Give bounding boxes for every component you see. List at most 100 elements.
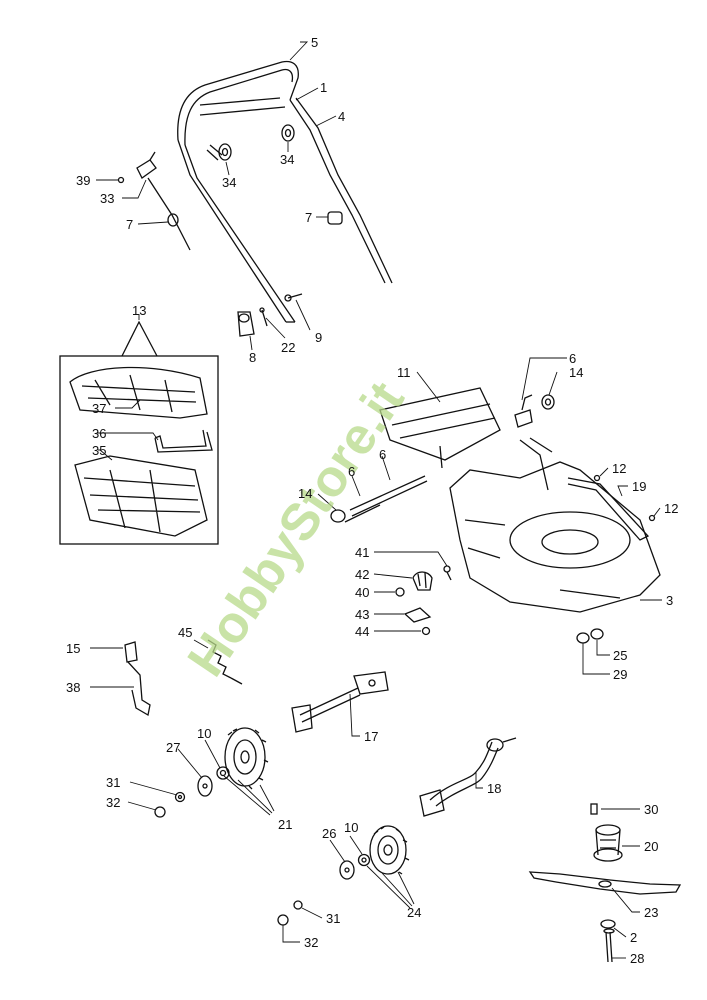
part-label-35: 35 — [92, 443, 106, 458]
part-label-26: 26 — [322, 826, 336, 841]
part-label-45: 45 — [178, 625, 192, 640]
part-label-44: 44 — [355, 624, 369, 639]
bolt-9 — [284, 293, 303, 302]
part-label-27: 27 — [166, 740, 180, 755]
spring-45 — [207, 639, 243, 685]
hub-nut-10a — [216, 766, 230, 780]
knob-8 — [237, 311, 255, 337]
part-label-14a: 14 — [569, 365, 583, 380]
screw-12a — [593, 474, 601, 482]
bracket-38 — [127, 661, 151, 717]
part-label-32b: 32 — [304, 935, 318, 950]
blade-adapter-20 — [593, 824, 623, 862]
part-label-31a: 31 — [106, 775, 120, 790]
cable-clip-7 — [327, 211, 343, 225]
part-label-7b: 7 — [305, 210, 312, 225]
washer-31a — [174, 791, 186, 803]
rod-6c — [344, 504, 381, 523]
lever-15 — [124, 641, 138, 663]
part-label-32a: 32 — [106, 795, 120, 810]
part-label-33: 33 — [100, 191, 114, 206]
part-label-40: 40 — [355, 585, 369, 600]
part-label-15: 15 — [66, 641, 80, 656]
blade-23 — [528, 871, 682, 895]
part-label-18: 18 — [487, 781, 501, 796]
part-label-11: 11 — [397, 365, 411, 380]
adjuster-42 — [412, 571, 433, 591]
part-label-10a: 10 — [197, 726, 211, 741]
part-label-5: 5 — [311, 35, 318, 50]
part-label-3: 3 — [666, 593, 673, 608]
part-label-22: 22 — [281, 340, 295, 355]
rod-6b — [349, 475, 428, 517]
washer-27 — [197, 775, 213, 797]
wheel-24 — [369, 825, 410, 875]
nut-32b — [277, 914, 289, 926]
watermark-text: HobbyStore.it — [177, 372, 416, 687]
part-label-6c: 6 — [379, 447, 386, 462]
part-label-21: 21 — [278, 817, 292, 832]
part-label-10b: 10 — [344, 820, 358, 835]
part-label-12b: 12 — [664, 501, 678, 516]
part-label-20: 20 — [644, 839, 658, 854]
part-label-2: 2 — [630, 930, 637, 945]
part-label-9: 9 — [315, 330, 322, 345]
washer-2 — [600, 919, 616, 929]
grass-box-handle-36 — [154, 429, 213, 453]
part-label-6b: 6 — [348, 464, 355, 479]
part-label-12a: 12 — [612, 461, 626, 476]
part-label-6a: 6 — [569, 351, 576, 366]
part-label-7a: 7 — [126, 217, 133, 232]
rear-guard-19 — [567, 477, 650, 541]
part-label-17: 17 — [364, 729, 378, 744]
part-label-29: 29 — [613, 667, 627, 682]
part-label-31b: 31 — [326, 911, 340, 926]
part-label-36: 36 — [92, 426, 106, 441]
nut-25 — [590, 628, 604, 640]
handle-upper — [177, 60, 393, 323]
hub-nut-10b — [357, 853, 371, 867]
part-label-38: 38 — [66, 680, 80, 695]
leader-lines — [90, 41, 662, 959]
part-label-34b: 34 — [280, 152, 294, 167]
nut-40 — [395, 587, 405, 597]
part-label-24: 24 — [407, 905, 421, 920]
knob-34b — [281, 124, 295, 142]
plate-43 — [403, 607, 432, 623]
grass-box-frame — [59, 320, 219, 545]
deck-3 — [449, 437, 661, 613]
nut-32a — [154, 806, 166, 818]
part-label-1: 1 — [320, 80, 327, 95]
part-label-43: 43 — [355, 607, 369, 622]
part-label-41: 41 — [355, 545, 369, 560]
part-label-30: 30 — [644, 802, 658, 817]
part-label-23: 23 — [644, 905, 658, 920]
knob-34a — [218, 143, 232, 161]
part-label-19: 19 — [632, 479, 646, 494]
bushing-14a — [541, 394, 555, 410]
bolt-44 — [421, 626, 431, 636]
part-label-34a: 34 — [222, 175, 236, 190]
washer-26 — [339, 860, 355, 880]
bushing-14b — [330, 509, 346, 523]
bolt-41 — [443, 565, 452, 581]
part-label-37: 37 — [92, 401, 106, 416]
washer-31b — [293, 900, 303, 910]
screw-12b — [648, 514, 656, 522]
front-axle-18 — [419, 737, 517, 817]
screw-22 — [259, 307, 268, 327]
part-label-8: 8 — [249, 350, 256, 365]
grass-box-base-35 — [74, 455, 208, 537]
part-label-39: 39 — [76, 173, 90, 188]
part-label-4: 4 — [338, 109, 345, 124]
blade-bolt-28 — [603, 928, 615, 963]
wheel-21 — [224, 727, 269, 790]
throttle-lever-33 — [117, 151, 191, 251]
part-number-labels: 5 1 4 34 34 39 33 7 7 13 8 22 9 37 36 35… — [66, 35, 678, 966]
rear-axle-17 — [291, 671, 389, 733]
part-label-14b: 14 — [298, 486, 312, 501]
rear-flap-11 — [379, 387, 501, 469]
washer-29 — [576, 632, 590, 644]
